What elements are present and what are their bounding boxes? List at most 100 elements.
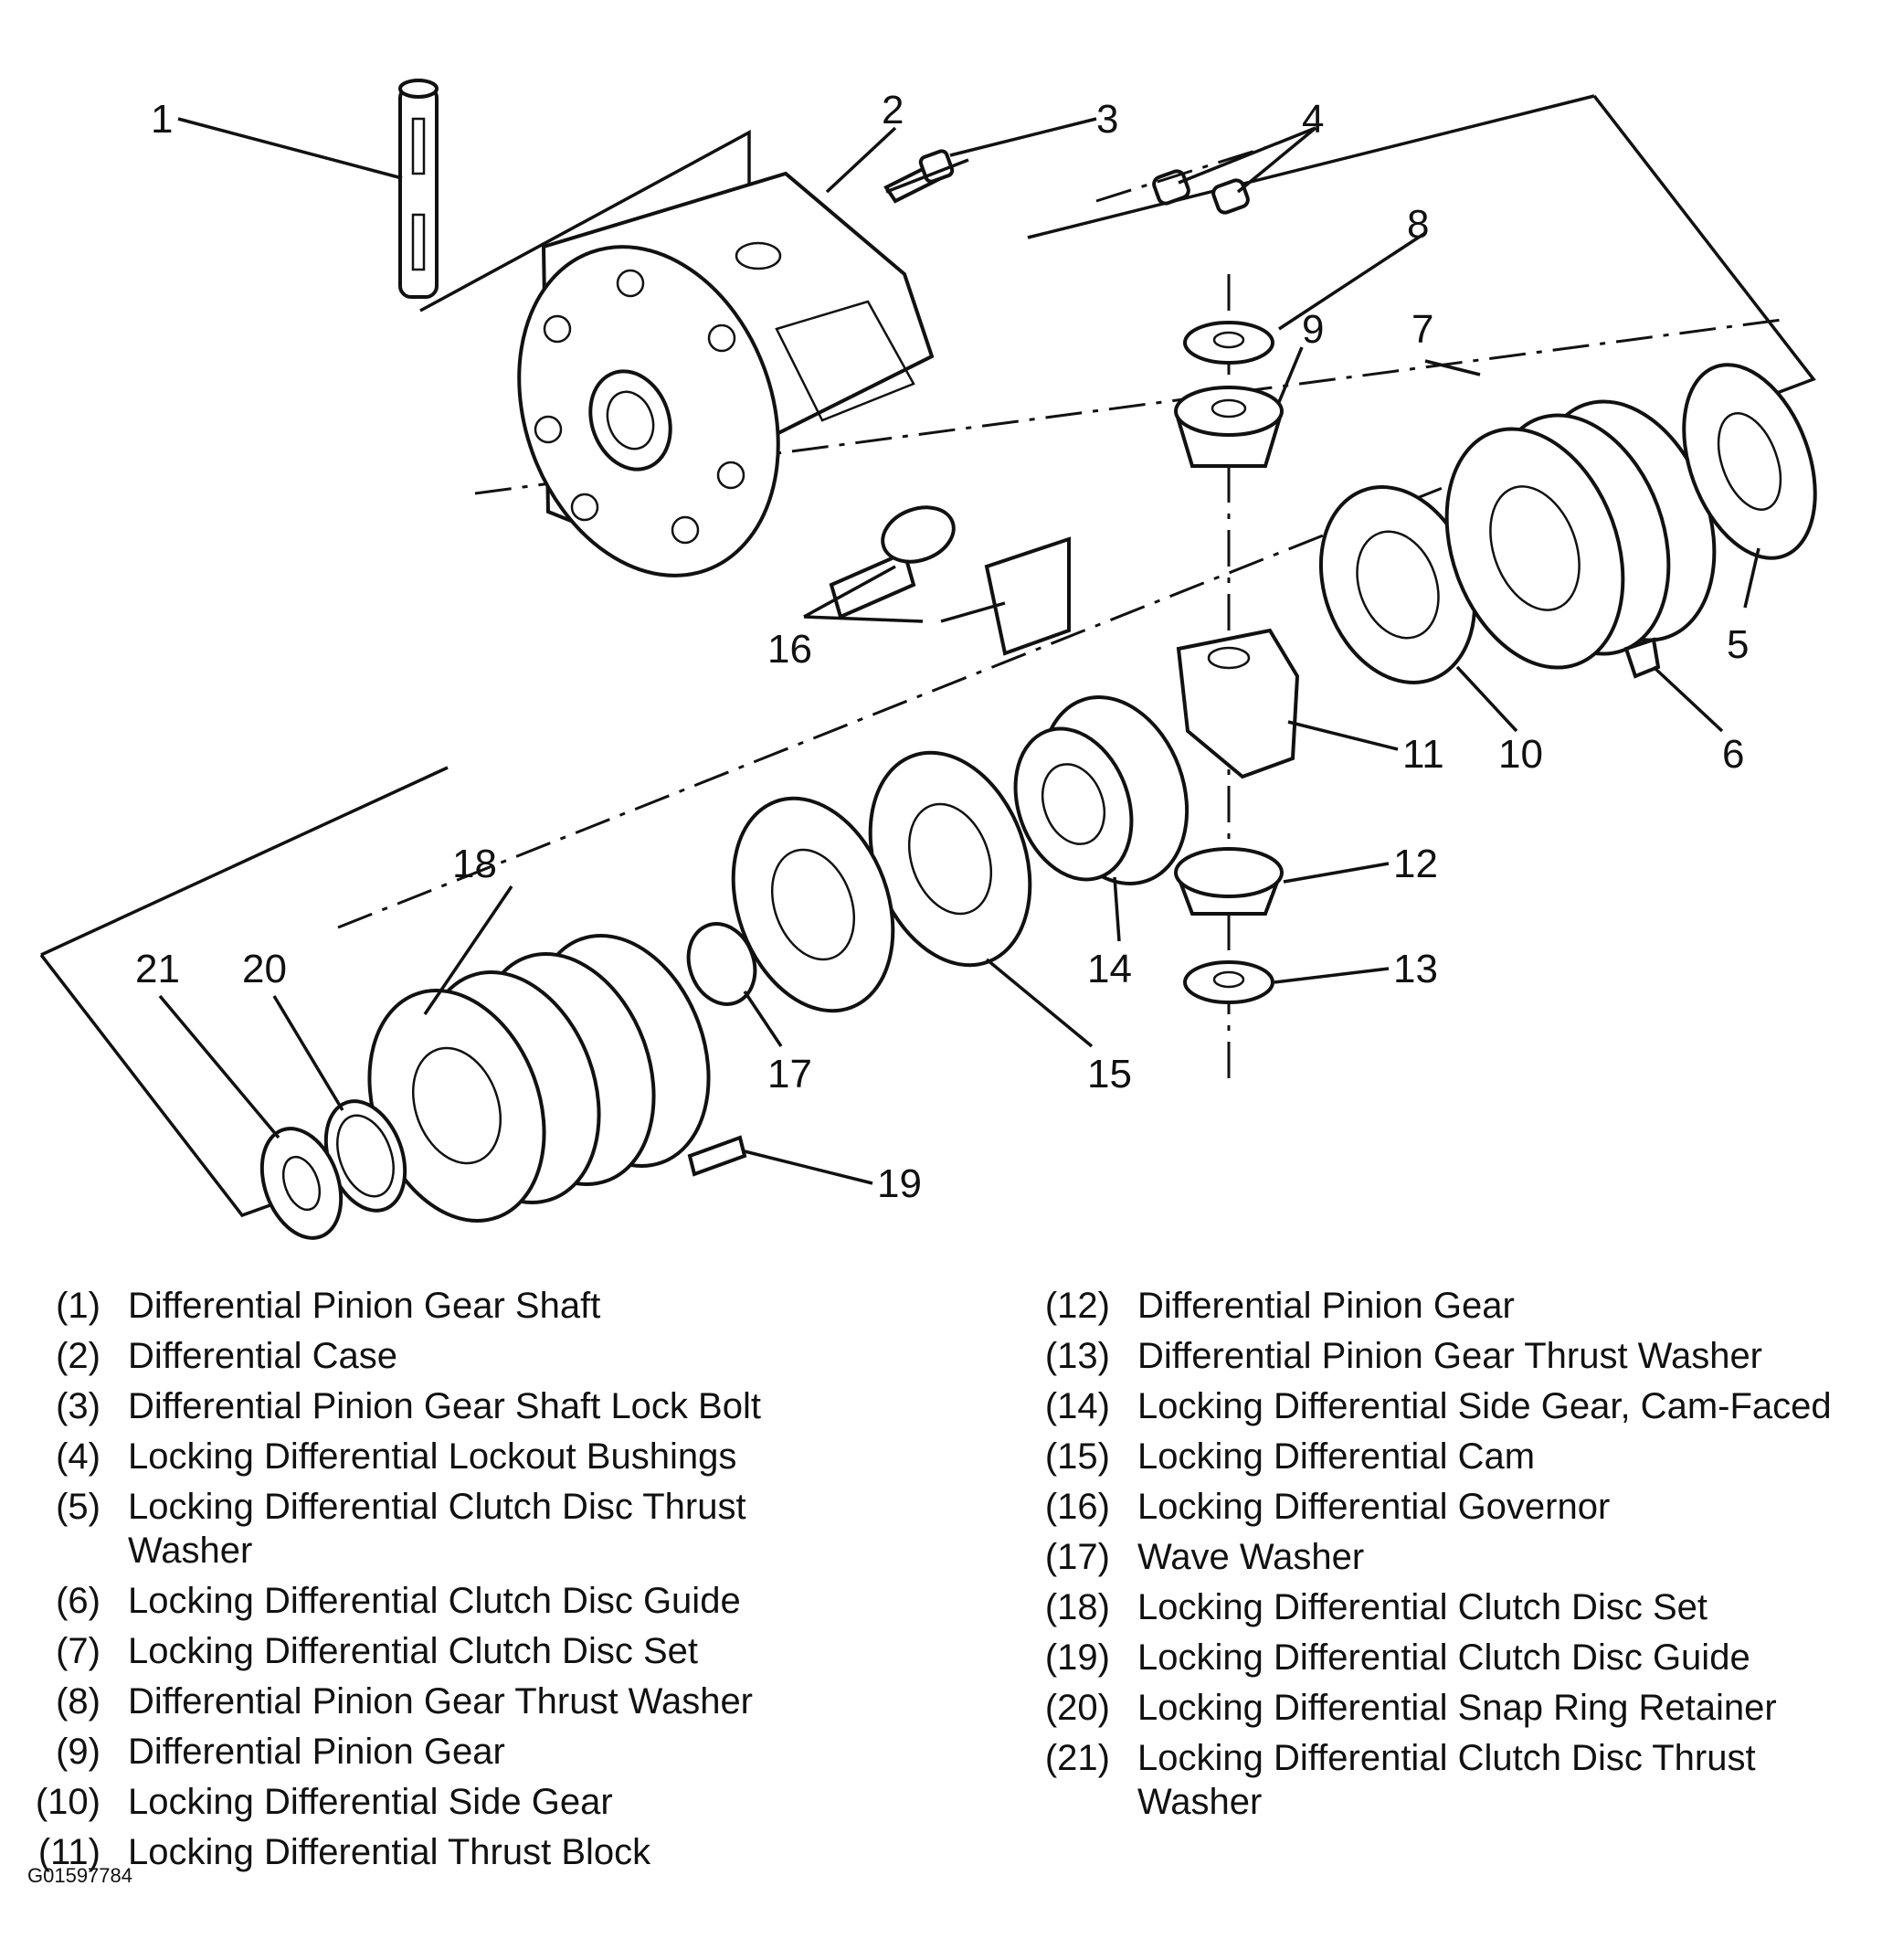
legend-item-text: Locking Differential Clutch Disc Thrust … — [128, 1487, 746, 1571]
top-frame-line — [1027, 94, 1595, 239]
legend-item-text: Locking Differential Snap Ring Retainer — [1137, 1688, 1777, 1728]
legend-item-number: (13) — [1044, 1336, 1110, 1376]
legend-item-number: (18) — [1044, 1587, 1110, 1627]
left-frame-line — [40, 766, 449, 957]
legend-item-number: (8) — [56, 1681, 100, 1722]
legend-item-number: (14) — [1044, 1386, 1110, 1426]
legend-item-number: (7) — [56, 1631, 100, 1671]
callout-9: 9 — [1302, 307, 1324, 352]
wave-washer-part — [686, 922, 757, 1006]
snap-ring-retainer-part — [323, 1099, 407, 1213]
legend-item-number: (6) — [56, 1581, 100, 1621]
legend-item-text: Locking Differential Clutch Disc Set — [1137, 1587, 1708, 1627]
legend-item: (12)Differential Pinion Gear — [1037, 1284, 1868, 1328]
legend-item: (6) Locking Differential Clutch Disc Guid… — [27, 1579, 777, 1623]
legend-item: (7) Locking Differential Clutch Disc Set — [27, 1629, 777, 1673]
cam-faced-side-gear-part — [1013, 695, 1189, 885]
legend-item-number: (2) — [56, 1336, 100, 1376]
legend-item-text: Locking Differential Clutch Disc Thrust … — [1137, 1738, 1756, 1822]
legend-item-number: (3) — [56, 1386, 100, 1426]
legend-item-number: (15) — [1044, 1436, 1110, 1477]
callout-19: 19 — [877, 1161, 922, 1206]
legend-item-number: (20) — [1044, 1688, 1110, 1728]
legend-item-number: (11) — [37, 1832, 100, 1872]
legend-item-number: (4) — [56, 1436, 100, 1477]
upper-thrust-washer-part — [1183, 321, 1274, 365]
leader-lines — [158, 117, 1760, 1185]
legend-item: (14) Locking Differential Side Gear, Cam-… — [1037, 1384, 1868, 1428]
right-disc-guide-part — [1623, 637, 1661, 679]
left-clutch-disc-set-part — [367, 796, 895, 1223]
legend-item-text: Locking Differential Clutch Disc Guide — [1137, 1637, 1750, 1678]
callout-14: 14 — [1087, 947, 1132, 991]
legend-item-number: (17) — [1044, 1537, 1110, 1577]
legend-item-text: Locking Differential Clutch Disc Set — [128, 1631, 698, 1671]
figure-id: G01597784 — [27, 1864, 132, 1887]
legend-item: (10)Locking Differential Side Gear — [27, 1780, 777, 1824]
legend-item-number: (19) — [1044, 1637, 1110, 1678]
side-gear-part — [1318, 485, 1477, 684]
legend-item-text: Locking Differential Cam — [1137, 1436, 1536, 1477]
right-frame-line — [1592, 94, 1816, 395]
right-thrust-washer-part — [1682, 363, 1817, 560]
callout-5: 5 — [1727, 622, 1749, 667]
legend-item: (2) Differential Case — [27, 1334, 777, 1378]
legend-item-number: (21) — [1044, 1738, 1110, 1778]
legend-item-text: Locking Differential Clutch Disc Guide — [128, 1581, 741, 1621]
legend-item-text: Locking Differential Lockout Bushings — [128, 1436, 737, 1477]
lower-pinion-gear-part — [1174, 847, 1284, 916]
legend-right-column: (12)Differential Pinion Gear (13) Differen… — [1037, 1284, 1868, 1830]
legend-left-column: (1) Differential Pinion Gear Shaft (2) Diff… — [27, 1284, 777, 1881]
callout-17: 17 — [767, 1052, 812, 1097]
callout-11: 11 — [1402, 732, 1444, 777]
callout-1: 1 — [151, 97, 173, 142]
pinion-gear-shaft-part — [398, 79, 439, 299]
legend-item: (16) Locking Differential Governor — [1037, 1485, 1868, 1529]
legend-item-text: Differential Pinion Gear Thrust Washer — [1137, 1336, 1763, 1376]
callout-7: 7 — [1412, 307, 1433, 352]
callout-2: 2 — [882, 88, 904, 132]
upper-pinion-gear-part — [1174, 386, 1284, 468]
callout-6: 6 — [1722, 732, 1744, 777]
legend-item-text: Differential Pinion Gear Shaft Lock Bolt — [128, 1386, 761, 1426]
left-thrust-washer-part — [259, 1127, 344, 1240]
legend-item-number: (16) — [1044, 1487, 1110, 1527]
lock-bolt-part — [883, 149, 969, 204]
legend-item-text: Differential Case — [128, 1336, 397, 1376]
governor-part — [829, 505, 1071, 656]
legend-item-text: Differential Pinion Gear Thrust Washer — [128, 1681, 754, 1722]
legend-item: (21) Locking Differential Clutch Disc Thr… — [1037, 1736, 1868, 1824]
differential-case-part — [517, 171, 935, 577]
legend-item: (11)Locking Differential Thrust Block — [27, 1830, 777, 1874]
callout-13: 13 — [1393, 947, 1438, 991]
legend-item-text: Locking Differential Governor — [1137, 1487, 1611, 1527]
legend-item-number: (9) — [56, 1732, 100, 1772]
callout-3: 3 — [1096, 97, 1118, 142]
callout-16: 16 — [767, 627, 812, 672]
callout-15: 15 — [1087, 1052, 1132, 1097]
legend-item-text: Locking Differential Side Gear, Cam-Face… — [1137, 1386, 1832, 1426]
legend-item-number: (12) — [1044, 1286, 1110, 1326]
callout-20: 20 — [242, 947, 287, 991]
callout-8: 8 — [1407, 202, 1429, 247]
callout-18: 18 — [452, 842, 497, 886]
legend-item: (13) Differential Pinion Gear Thrust Wash… — [1037, 1334, 1868, 1378]
legend-item: (20) Locking Differential Snap Ring Retai… — [1037, 1686, 1868, 1730]
legend-item: (15) Locking Differential Cam — [1037, 1435, 1868, 1478]
legend-item: (9) Differential Pinion Gear — [27, 1730, 777, 1774]
right-clutch-disc-set-part — [1444, 399, 1717, 670]
legend-item-number: (5) — [56, 1487, 100, 1527]
legend-item-text: Differential Pinion Gear — [128, 1732, 505, 1772]
exploded-view-diagram: 1 2 3 4 5 6 7 8 9 10 11 12 13 14 15 16 1… — [39, 79, 1817, 1240]
legend-item-text: Locking Differential Side Gear — [128, 1782, 613, 1822]
legend-item: (8) Differential Pinion Gear Thrust Washe… — [27, 1679, 777, 1723]
callout-10: 10 — [1498, 732, 1543, 777]
legend-item-text: Differential Pinion Gear Shaft — [128, 1286, 601, 1326]
legend-item: (5) Locking Differential Clutch Disc Thru… — [27, 1485, 777, 1573]
legend-item: (19) Locking Differential Clutch Disc Gui… — [1037, 1636, 1868, 1679]
callout-21: 21 — [135, 947, 180, 991]
legend-item-text: Wave Washer — [1137, 1537, 1365, 1577]
legend-item-number: (1) — [56, 1286, 100, 1326]
callout-12: 12 — [1393, 842, 1438, 886]
lower-thrust-washer-part — [1183, 960, 1274, 1004]
